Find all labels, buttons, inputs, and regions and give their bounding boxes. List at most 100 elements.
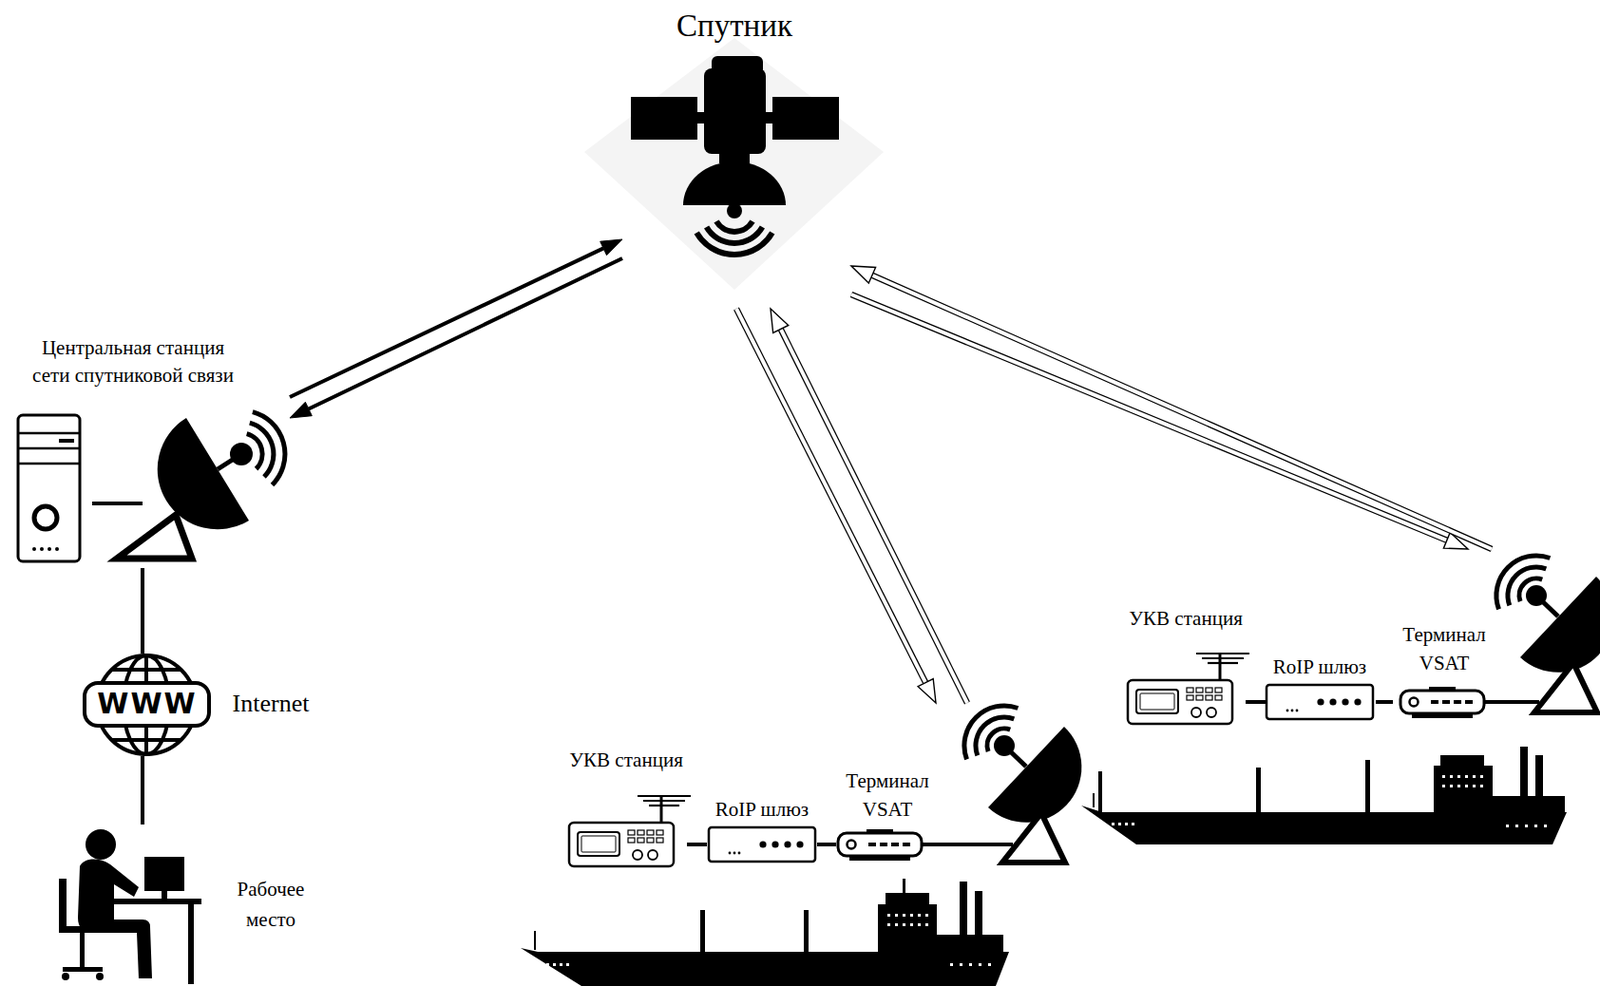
ship-silhouette — [1131, 822, 1135, 826]
connector-core — [872, 275, 1492, 550]
connector-line — [308, 258, 623, 409]
ship-silhouette — [895, 914, 898, 917]
ship-silhouette — [559, 963, 563, 967]
illustration — [1266, 685, 1373, 720]
server-icon — [47, 547, 52, 552]
ship-silhouette — [520, 948, 1010, 986]
ship-silhouette — [910, 914, 914, 917]
connector — [817, 844, 837, 846]
globe-icon — [112, 738, 181, 743]
server-icon — [18, 447, 80, 451]
connector-core — [851, 294, 1448, 541]
illustration — [838, 829, 922, 861]
ship-silhouette — [1442, 775, 1446, 779]
ship-silhouette — [959, 881, 968, 939]
ship-silhouette — [988, 963, 991, 967]
vsat-terminal-node: Терминал VSAT — [836, 703, 1082, 870]
workstation-icon — [85, 829, 116, 860]
workstation-icon — [79, 933, 85, 970]
server-icon — [32, 547, 37, 552]
ship-silhouette — [1111, 775, 1547, 828]
arrow-head — [770, 308, 789, 333]
workstation-icon — [58, 829, 202, 985]
ship-silhouette — [1465, 784, 1468, 788]
server-icon — [92, 501, 143, 506]
illustration — [1127, 653, 1250, 724]
ship-silhouette — [1433, 765, 1493, 813]
ship-silhouette — [1505, 824, 1509, 828]
connector — [736, 308, 936, 704]
workstation-icon — [95, 972, 104, 981]
ship-silhouette — [1449, 775, 1453, 779]
ship-silhouette — [917, 914, 921, 917]
server-icon — [39, 547, 44, 552]
internet-node: WWWInternet — [80, 653, 324, 757]
connector-line — [686, 842, 707, 847]
roip-gateway-node: RoIP шлюз — [706, 795, 818, 867]
ground-dish-antenna — [116, 514, 192, 559]
ship-silhouette — [925, 914, 929, 917]
illustration — [708, 827, 816, 862]
node-label: Центральная станция сети спутниковой свя… — [26, 334, 240, 391]
globe-icon — [112, 667, 181, 672]
antenna-cable — [921, 842, 1013, 847]
ship-silhouette — [803, 910, 809, 953]
ground-dish-antenna — [252, 412, 286, 486]
ground-dish-antenna — [157, 418, 249, 530]
ship-silhouette — [959, 963, 963, 967]
ship-silhouette — [902, 878, 906, 895]
workstation-icon — [58, 878, 67, 929]
connector — [770, 308, 968, 704]
ship-silhouette — [1256, 767, 1261, 813]
ship-silhouette — [1515, 824, 1519, 828]
connector — [851, 266, 1492, 550]
ship-silhouette — [552, 963, 556, 967]
ship-silhouette — [1092, 793, 1095, 808]
ship-silhouette — [902, 914, 906, 917]
ship-silhouette — [917, 923, 921, 927]
ship-silhouette — [520, 878, 1010, 986]
illustration — [1496, 555, 1600, 713]
ship-silhouette — [925, 923, 929, 927]
connector-outline — [872, 275, 1492, 550]
connector-line — [289, 247, 604, 398]
ship-silhouette — [1081, 746, 1567, 845]
satellite-glow — [584, 38, 884, 290]
satellite-icon — [704, 68, 766, 154]
connector-line — [140, 756, 145, 825]
ship-silhouette — [700, 910, 705, 953]
satellite-icon — [716, 221, 753, 232]
node-label: RoIP шлюз — [715, 798, 809, 822]
server-icon — [18, 462, 80, 466]
connector-outline — [736, 308, 926, 684]
arrow-head — [289, 401, 312, 419]
node-label: УКВ станция — [1128, 607, 1243, 631]
ship-silhouette — [1118, 822, 1122, 826]
ship-silhouette — [1520, 746, 1528, 800]
ship-silhouette — [1440, 755, 1485, 768]
server-icon — [18, 432, 80, 436]
ship-silhouette — [1480, 784, 1484, 788]
connector-outline — [780, 328, 968, 704]
node-label: RoIP шлюз — [1273, 655, 1367, 680]
satellite-icon — [697, 112, 705, 124]
arrow-head — [600, 239, 623, 256]
ship-silhouette — [969, 963, 972, 967]
ship-silhouette — [546, 963, 550, 967]
server-icon — [18, 415, 80, 562]
icon-text: WWW — [96, 686, 197, 722]
ship-silhouette — [902, 923, 906, 927]
ship-silhouette — [1465, 775, 1468, 779]
arrow-head — [917, 679, 936, 704]
connector-outline — [851, 294, 1448, 541]
ship-silhouette — [1534, 824, 1538, 828]
roip-gateway-node: RoIP шлюз — [1265, 651, 1376, 724]
illustration — [1400, 686, 1485, 719]
satellite-icon — [630, 56, 839, 255]
satellite-icon — [772, 96, 839, 140]
satellite-icon — [696, 232, 773, 255]
connector — [142, 756, 144, 825]
workstation-icon — [161, 891, 168, 899]
